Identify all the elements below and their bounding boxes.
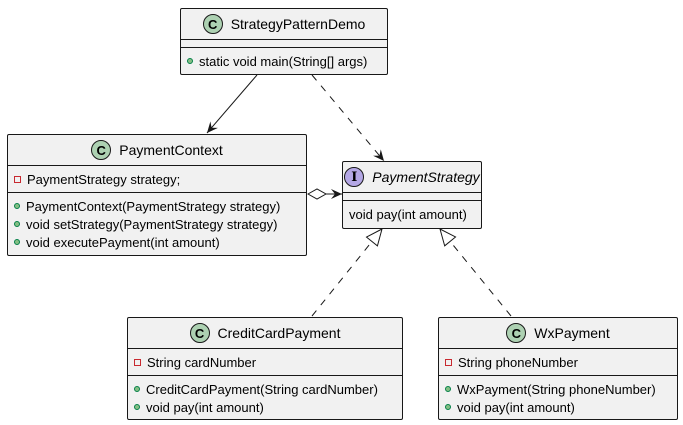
relation-credit-strategy xyxy=(311,229,382,317)
method-row: void setStrategy(PaymentStrategy strateg… xyxy=(14,215,300,233)
fields-section: String phoneNumber xyxy=(439,349,677,376)
method-row: CreditCardPayment(String cardNumber) xyxy=(134,380,396,398)
public-visibility-icon xyxy=(187,58,193,64)
class-header: C PaymentContext xyxy=(8,135,306,166)
method-text: void executePayment(int amount) xyxy=(26,234,220,250)
methods-section: void pay(int amount) xyxy=(343,201,481,227)
fields-section: String cardNumber xyxy=(128,349,402,376)
class-payment-context[interactable]: C PaymentContext PaymentStrategy strateg… xyxy=(7,134,307,256)
method-row: PaymentContext(PaymentStrategy strategy) xyxy=(14,197,300,215)
method-text: CreditCardPayment(String cardNumber) xyxy=(146,381,378,397)
private-visibility-icon xyxy=(445,358,452,366)
method-row: void executePayment(int amount) xyxy=(14,233,300,251)
methods-section: PaymentContext(PaymentStrategy strategy)… xyxy=(8,193,306,255)
field-row: PaymentStrategy strategy; xyxy=(14,170,300,188)
class-strategy-pattern-demo[interactable]: C StrategyPatternDemo static void main(S… xyxy=(180,8,388,75)
class-name: StrategyPatternDemo xyxy=(230,16,366,32)
field-text: String phoneNumber xyxy=(458,354,578,370)
class-name: WxPayment xyxy=(534,325,610,341)
public-visibility-icon xyxy=(14,239,20,245)
field-row: String cardNumber xyxy=(134,353,396,371)
method-row: WxPayment(String phoneNumber) xyxy=(445,380,671,398)
class-stereotype-icon: C xyxy=(91,140,112,160)
class-credit-card-payment[interactable]: C CreditCardPayment String cardNumber Cr… xyxy=(127,317,403,420)
method-row: void pay(int amount) xyxy=(445,398,671,416)
public-visibility-icon xyxy=(14,203,20,209)
class-name: PaymentContext xyxy=(119,142,223,158)
interface-payment-strategy[interactable]: I PaymentStrategy void pay(int amount) xyxy=(342,161,482,229)
class-header: C StrategyPatternDemo xyxy=(181,9,387,40)
method-row: void pay(int amount) xyxy=(134,398,396,416)
methods-section: WxPayment(String phoneNumber) void pay(i… xyxy=(439,376,677,420)
method-text: void pay(int amount) xyxy=(349,206,467,222)
private-visibility-icon xyxy=(14,175,21,183)
class-stereotype-icon: C xyxy=(506,323,527,343)
class-header: C CreditCardPayment xyxy=(128,318,402,349)
methods-section: static void main(String[] args) xyxy=(181,48,387,74)
field-text: String cardNumber xyxy=(147,354,257,370)
public-visibility-icon xyxy=(134,386,140,392)
class-wx-payment[interactable]: C WxPayment String phoneNumber WxPayment… xyxy=(438,317,678,420)
public-visibility-icon xyxy=(445,386,451,392)
class-header: C WxPayment xyxy=(439,318,677,349)
method-text: PaymentContext(PaymentStrategy strategy) xyxy=(26,198,281,214)
public-visibility-icon xyxy=(445,404,451,410)
method-text: void setStrategy(PaymentStrategy strateg… xyxy=(26,216,278,232)
class-stereotype-icon: C xyxy=(189,323,210,343)
public-visibility-icon xyxy=(14,221,20,227)
methods-section: CreditCardPayment(String cardNumber) voi… xyxy=(128,376,402,420)
fields-section xyxy=(181,40,387,48)
fields-section xyxy=(343,193,481,201)
public-visibility-icon xyxy=(134,404,140,410)
fields-section: PaymentStrategy strategy; xyxy=(8,166,306,193)
interface-name: PaymentStrategy xyxy=(372,169,480,185)
method-text: void pay(int amount) xyxy=(146,399,264,415)
field-row: String phoneNumber xyxy=(445,353,671,371)
class-stereotype-icon: C xyxy=(202,14,223,34)
method-row: static void main(String[] args) xyxy=(187,52,381,70)
private-visibility-icon xyxy=(134,358,141,366)
relation-demo-strategy xyxy=(311,74,385,162)
class-header: I PaymentStrategy xyxy=(343,162,481,193)
field-text: PaymentStrategy strategy; xyxy=(27,171,181,187)
method-text: void pay(int amount) xyxy=(457,399,575,415)
interface-stereotype-icon: I xyxy=(344,167,365,187)
relation-wx-strategy xyxy=(440,229,512,317)
method-text: static void main(String[] args) xyxy=(199,53,368,69)
method-text: WxPayment(String phoneNumber) xyxy=(457,381,656,397)
class-name: CreditCardPayment xyxy=(217,325,341,341)
relation-demo-context xyxy=(206,74,258,134)
